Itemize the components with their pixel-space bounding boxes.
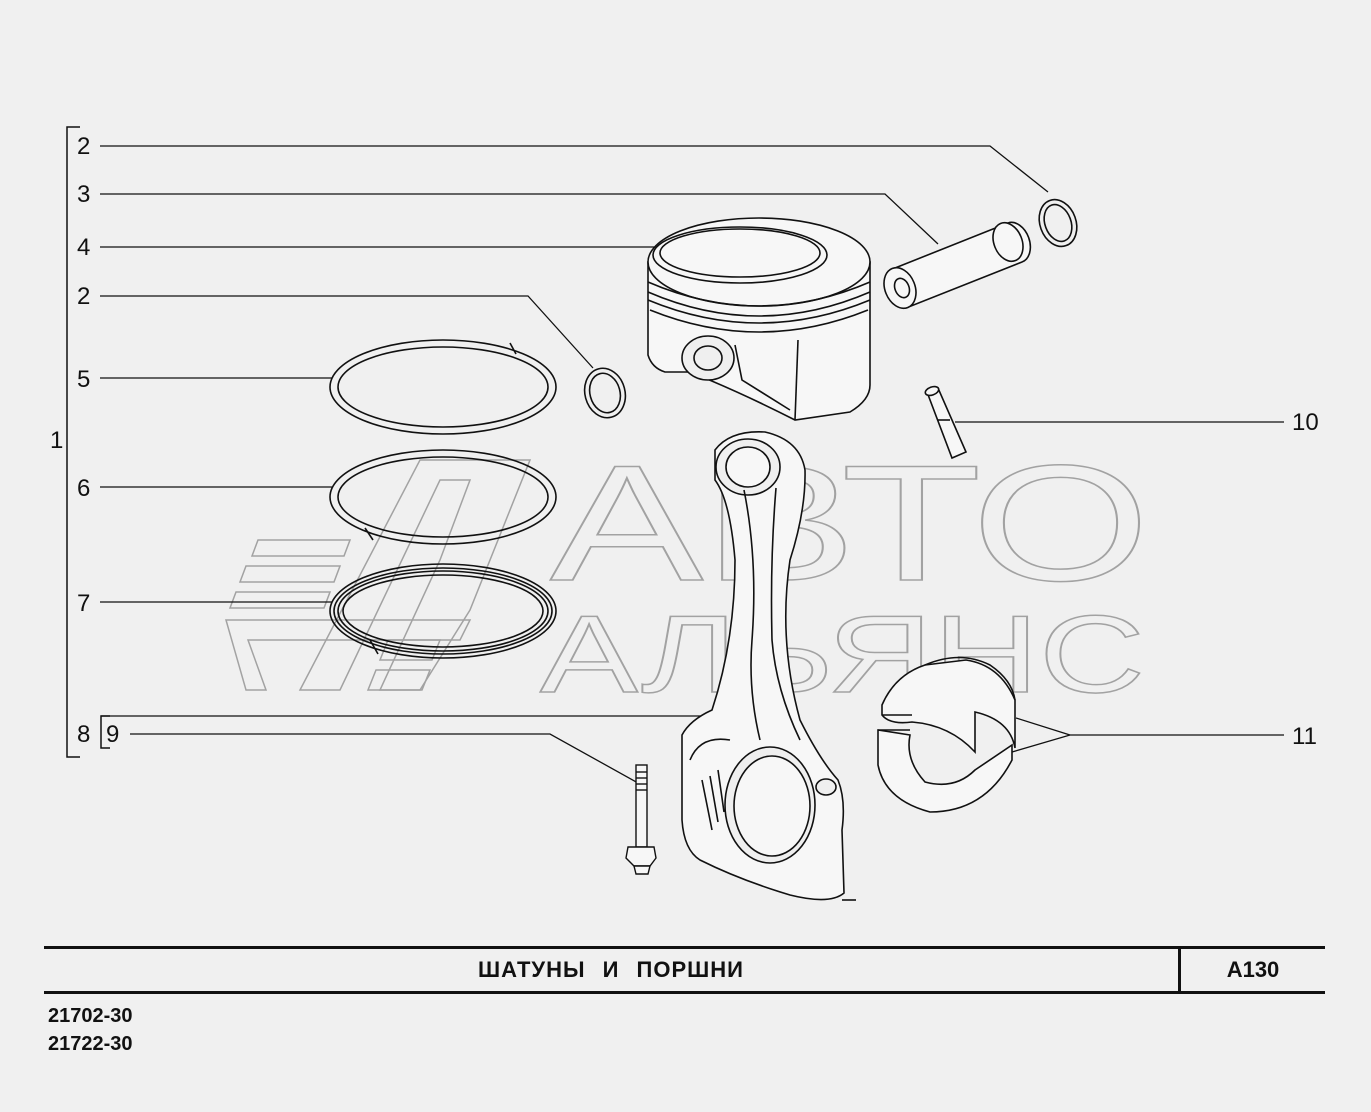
- compression-ring-top: [329, 339, 557, 435]
- model-list: 21702-30 21722-30: [48, 1002, 133, 1058]
- callout-4: 4: [77, 234, 90, 261]
- small-end-bush: [924, 385, 968, 460]
- watermark-line2: АЛЬЯНС: [540, 593, 1145, 716]
- circlip-lower: [583, 367, 627, 419]
- callout-10: 10: [1292, 409, 1319, 436]
- oil-control-ring: [329, 563, 557, 659]
- leader-lines: [100, 145, 1284, 784]
- page-code: A130: [1178, 949, 1325, 991]
- callout-6: 6: [77, 475, 90, 502]
- callout-9: 9: [106, 721, 119, 748]
- callout-1: 1: [50, 427, 63, 454]
- watermark-line1: АВТО: [550, 431, 1150, 615]
- circlip-upper: [1038, 198, 1078, 248]
- assembly-bracket: [66, 126, 110, 758]
- callout-11: 11: [1292, 723, 1317, 750]
- connecting-rod: [681, 431, 856, 901]
- watermark-emblem: [225, 459, 532, 691]
- callout-8: 8: [77, 721, 90, 748]
- piston: [647, 217, 871, 421]
- piston-pin: [883, 221, 1032, 310]
- callout-numbers: 1 2 3 4 2 5 6 7 8 9 10 11: [50, 133, 1319, 750]
- parts-diagram: АВТО АЛЬЯНС: [50, 126, 1319, 901]
- callout-2-upper: 2: [77, 133, 90, 160]
- watermark-logo: АВТО АЛЬЯНС: [225, 430, 1151, 717]
- page-title: ШАТУНЫ И ПОРШНИ: [478, 957, 744, 982]
- callout-5: 5: [77, 366, 90, 393]
- model-code-2: 21722-30: [48, 1033, 133, 1055]
- connecting-rod-bolt: [625, 764, 657, 875]
- callout-3: 3: [77, 181, 90, 208]
- big-end-bearing-shells: [877, 656, 1016, 813]
- compression-ring-second: [329, 449, 557, 545]
- model-code-1: 21702-30: [48, 1005, 133, 1027]
- title-block: ШАТУНЫ И ПОРШНИ A130: [44, 946, 1325, 994]
- callout-7: 7: [77, 590, 90, 617]
- callout-2-lower: 2: [77, 283, 90, 310]
